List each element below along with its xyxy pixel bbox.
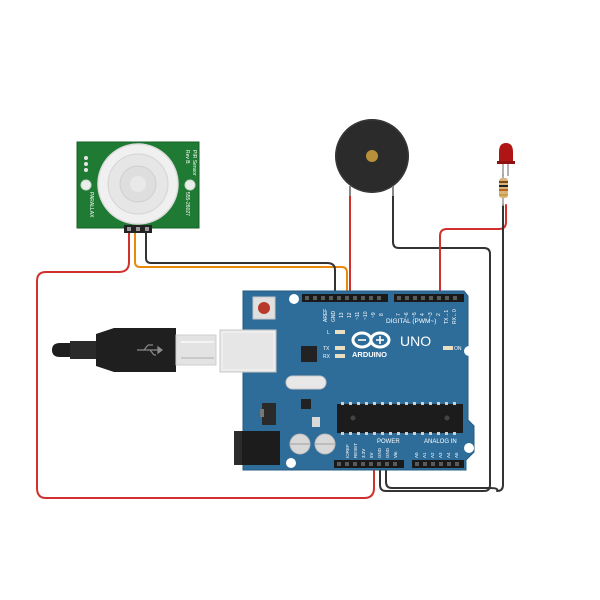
arduino-logo-icon — [351, 331, 391, 349]
resistor[interactable] — [499, 174, 508, 206]
rx-led-label: RX — [323, 354, 331, 360]
wire-buzzer-gnd[interactable] — [379, 189, 491, 492]
pin-label-a2: A2 — [430, 452, 435, 458]
wire-pir-out[interactable] — [134, 231, 348, 298]
usb-cable[interactable] — [52, 328, 217, 372]
pin-label-aref: AREF — [323, 309, 329, 322]
pin-label-rx0: RX←0 — [452, 309, 458, 324]
wire-pir-vcc[interactable] — [36, 231, 375, 499]
pin-label-2: 2 — [436, 313, 442, 316]
pin-label-12: 12 — [347, 312, 353, 318]
pir-label-rev: Rev B — [184, 150, 190, 164]
tx-led-label: TX — [323, 346, 330, 352]
pin-label-3: ~3 — [428, 312, 434, 318]
pin-label-ioref: IOREF — [345, 444, 350, 458]
pin-label-vin: Vin — [393, 451, 398, 458]
pin-label-6: ~6 — [404, 312, 410, 318]
pin-label-gnd: GND — [331, 311, 337, 323]
analog-header[interactable] — [412, 460, 464, 468]
usb-controller-chip — [301, 346, 317, 362]
digital-label: DIGITAL (PWM~) — [386, 318, 436, 325]
pir-sensor[interactable]: PIR Sensor Rev B 555-28027 PARALLAX — [76, 141, 200, 233]
buzzer-center — [366, 150, 378, 162]
pir-part-no: 555-28027 — [184, 192, 190, 216]
arduino-model: UNO — [400, 333, 431, 349]
led[interactable] — [497, 143, 515, 176]
pin-label-5: ~5 — [412, 312, 418, 318]
atmega-chip — [337, 404, 463, 433]
arduino-brand: ARDUINO — [352, 350, 387, 359]
power-label: POWER — [377, 439, 400, 445]
wire-led-anode[interactable] — [439, 204, 507, 298]
pin-label-3v3: 3.3V — [361, 449, 366, 458]
pin-label-10: ~10 — [363, 311, 369, 320]
pin-label-7: 7 — [396, 313, 402, 316]
pin-label-a1: A1 — [422, 452, 427, 458]
pin-label-tx1: TX→1 — [444, 310, 450, 324]
pin-label-11: ~11 — [355, 312, 361, 320]
pir-brand: PARALLAX — [88, 192, 94, 218]
wire-pir-gnd[interactable] — [145, 231, 336, 298]
usb-b-jack[interactable] — [219, 329, 277, 373]
l-led-label: L — [327, 330, 330, 336]
piezo-buzzer[interactable] — [335, 119, 409, 196]
pin-label-a0: A0 — [414, 452, 419, 458]
analog-label: ANALOG IN — [424, 439, 457, 445]
pin-label-4: 4 — [420, 313, 426, 316]
pin-label-5v: 5V — [369, 452, 374, 458]
arduino-uno[interactable]: AREF GND 13 12 ~11 ~10 ~9 8 7 ~6 ~5 4 ~3… — [219, 290, 475, 471]
pin-label-13: 13 — [339, 312, 345, 318]
wire-led-cathode[interactable] — [385, 204, 504, 492]
pin-label-9: ~9 — [371, 312, 377, 318]
pin-label-a3: A3 — [438, 452, 443, 458]
usb-icon — [137, 344, 163, 356]
pin-label-a5: A5 — [454, 452, 459, 458]
wires — [36, 189, 507, 499]
pin-label-a4: A4 — [446, 452, 451, 458]
pir-label-top: PIR Sensor — [191, 150, 197, 176]
pin-label-gnd-1: GND — [377, 447, 382, 458]
crystal-oscillator — [285, 375, 327, 390]
pin-label-reset: RESET — [353, 443, 358, 458]
pin-label-gnd-2: GND — [385, 447, 390, 458]
pin-label-8: 8 — [379, 313, 385, 316]
on-led-label: ON — [454, 346, 462, 352]
